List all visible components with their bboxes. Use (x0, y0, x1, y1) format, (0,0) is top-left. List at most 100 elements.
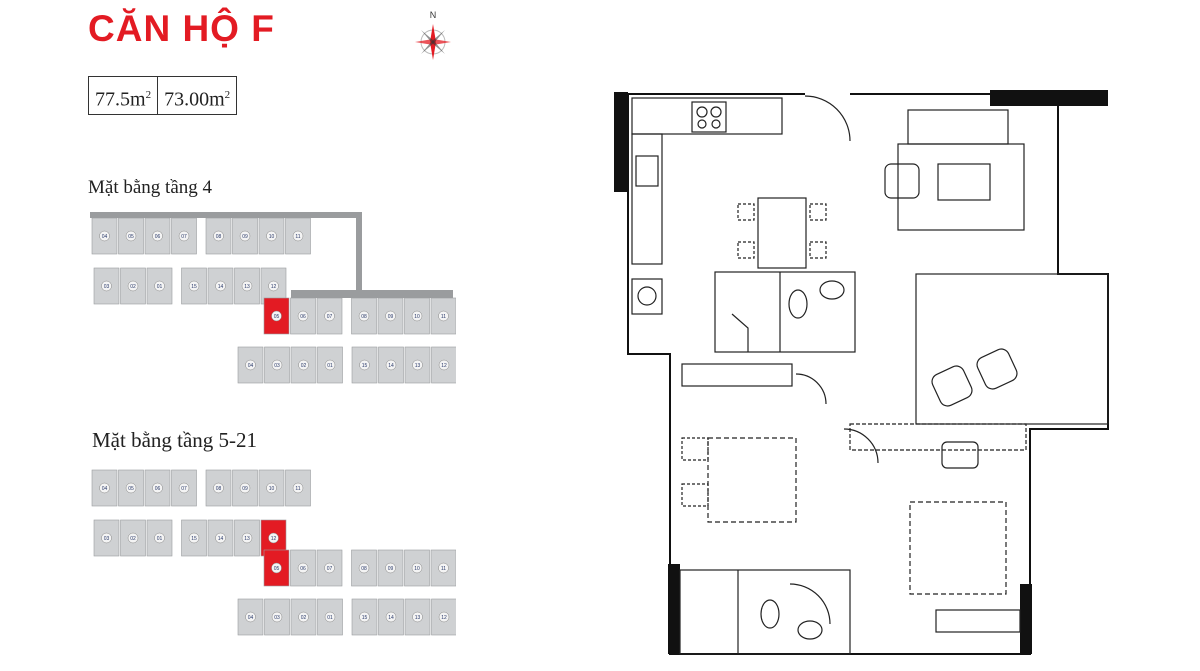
unit-13: 13 (234, 519, 260, 557)
svg-text:05: 05 (274, 314, 280, 320)
svg-text:14: 14 (218, 536, 224, 542)
unit-04: 04 (91, 217, 118, 255)
svg-text:05: 05 (128, 486, 134, 492)
bedroom-1-bed (707, 437, 797, 523)
svg-text:01: 01 (327, 615, 333, 621)
svg-text:15: 15 (362, 363, 368, 369)
unit-05: 05 (118, 469, 144, 507)
unit-09: 09 (377, 549, 404, 587)
unit-07: 07 (171, 469, 197, 507)
svg-text:06: 06 (155, 234, 161, 240)
svg-text:04: 04 (248, 363, 254, 369)
unit-11: 11 (285, 469, 311, 507)
svg-text:01: 01 (157, 284, 163, 290)
svg-text:12: 12 (271, 536, 277, 542)
svg-text:07: 07 (181, 486, 187, 492)
svg-text:13: 13 (415, 363, 421, 369)
svg-text:14: 14 (388, 363, 394, 369)
unit-03: 03 (264, 598, 290, 636)
unit-15: 15 (351, 346, 378, 384)
svg-text:09: 09 (242, 486, 248, 492)
apartment-floor-plan (614, 90, 1109, 655)
unit-10: 10 (258, 469, 285, 507)
sofa (907, 109, 1009, 145)
dining-table (757, 197, 807, 269)
page-title: CĂN HỘ F (88, 8, 275, 49)
svg-text:09: 09 (388, 314, 394, 320)
unit-04: 04 (91, 469, 118, 507)
unit-10: 10 (258, 217, 285, 255)
study-room (915, 273, 1109, 425)
floor-4-label: Mặt bằng tầng 4 (88, 177, 213, 198)
svg-text:09: 09 (388, 566, 394, 572)
unit-02: 02 (290, 598, 317, 636)
svg-text:04: 04 (248, 615, 254, 621)
svg-text:12: 12 (271, 284, 277, 290)
unit-05-highlighted: 05 (263, 297, 290, 335)
bathroom-2 (679, 569, 851, 655)
unit-03: 03 (264, 346, 290, 384)
unit-07: 07 (316, 549, 343, 587)
svg-text:12: 12 (441, 615, 447, 621)
unit-15: 15 (181, 267, 207, 305)
svg-text:04: 04 (102, 234, 108, 240)
svg-text:08: 08 (216, 486, 222, 492)
unit-15: 15 (181, 519, 207, 557)
svg-text:10: 10 (269, 486, 275, 492)
unit-12: 12 (431, 346, 456, 384)
bedroom-2-bed (909, 501, 1007, 595)
unit-14: 14 (207, 267, 234, 305)
unit-15: 15 (351, 598, 378, 636)
unit-08: 08 (205, 217, 232, 255)
kitchen-counter (631, 97, 783, 135)
unit-01: 01 (317, 346, 343, 384)
floor-5-21-label: Mặt bằng tầng 5-21 (92, 428, 258, 452)
unit-14: 14 (378, 346, 404, 384)
svg-text:01: 01 (157, 536, 163, 542)
area-carpet: 73.00m2 (164, 88, 231, 111)
svg-text:03: 03 (104, 284, 110, 290)
unit-13: 13 (404, 598, 431, 636)
unit-04: 04 (237, 598, 264, 636)
svg-text:15: 15 (362, 615, 368, 621)
unit-06: 06 (290, 297, 316, 335)
unit-03: 03 (93, 267, 120, 305)
svg-text:14: 14 (388, 615, 394, 621)
unit-01: 01 (146, 267, 173, 305)
unit-02: 02 (290, 346, 317, 384)
svg-text:02: 02 (130, 284, 136, 290)
bathroom-1 (714, 271, 856, 353)
unit-13: 13 (234, 267, 260, 305)
svg-text:11: 11 (295, 486, 300, 492)
unit-06: 06 (144, 469, 171, 507)
unit-08: 08 (205, 469, 232, 507)
unit-13: 13 (404, 346, 431, 384)
svg-text:01: 01 (327, 363, 333, 369)
unit-05: 05 (118, 217, 144, 255)
svg-text:11: 11 (441, 566, 446, 572)
unit-10: 10 (404, 297, 430, 335)
svg-text:12: 12 (441, 363, 447, 369)
svg-text:15: 15 (191, 536, 197, 542)
unit-12: 12 (431, 598, 456, 636)
unit-11: 11 (285, 217, 311, 255)
svg-text:13: 13 (244, 284, 250, 290)
unit-09: 09 (232, 217, 258, 255)
svg-text:14: 14 (218, 284, 224, 290)
svg-text:05: 05 (128, 234, 134, 240)
svg-text:03: 03 (104, 536, 110, 542)
svg-text:13: 13 (244, 536, 250, 542)
unit-11: 11 (430, 549, 456, 587)
compass-rose-icon: N (415, 10, 451, 60)
unit-07: 07 (171, 217, 197, 255)
unit-01: 01 (146, 519, 173, 557)
unit-11: 11 (430, 297, 456, 335)
unit-06: 06 (144, 217, 171, 255)
unit-03: 03 (93, 519, 120, 557)
north-label: N (430, 10, 437, 20)
area-built-up: 77.5m2 (89, 77, 159, 114)
svg-text:02: 02 (301, 615, 307, 621)
svg-text:03: 03 (274, 363, 280, 369)
